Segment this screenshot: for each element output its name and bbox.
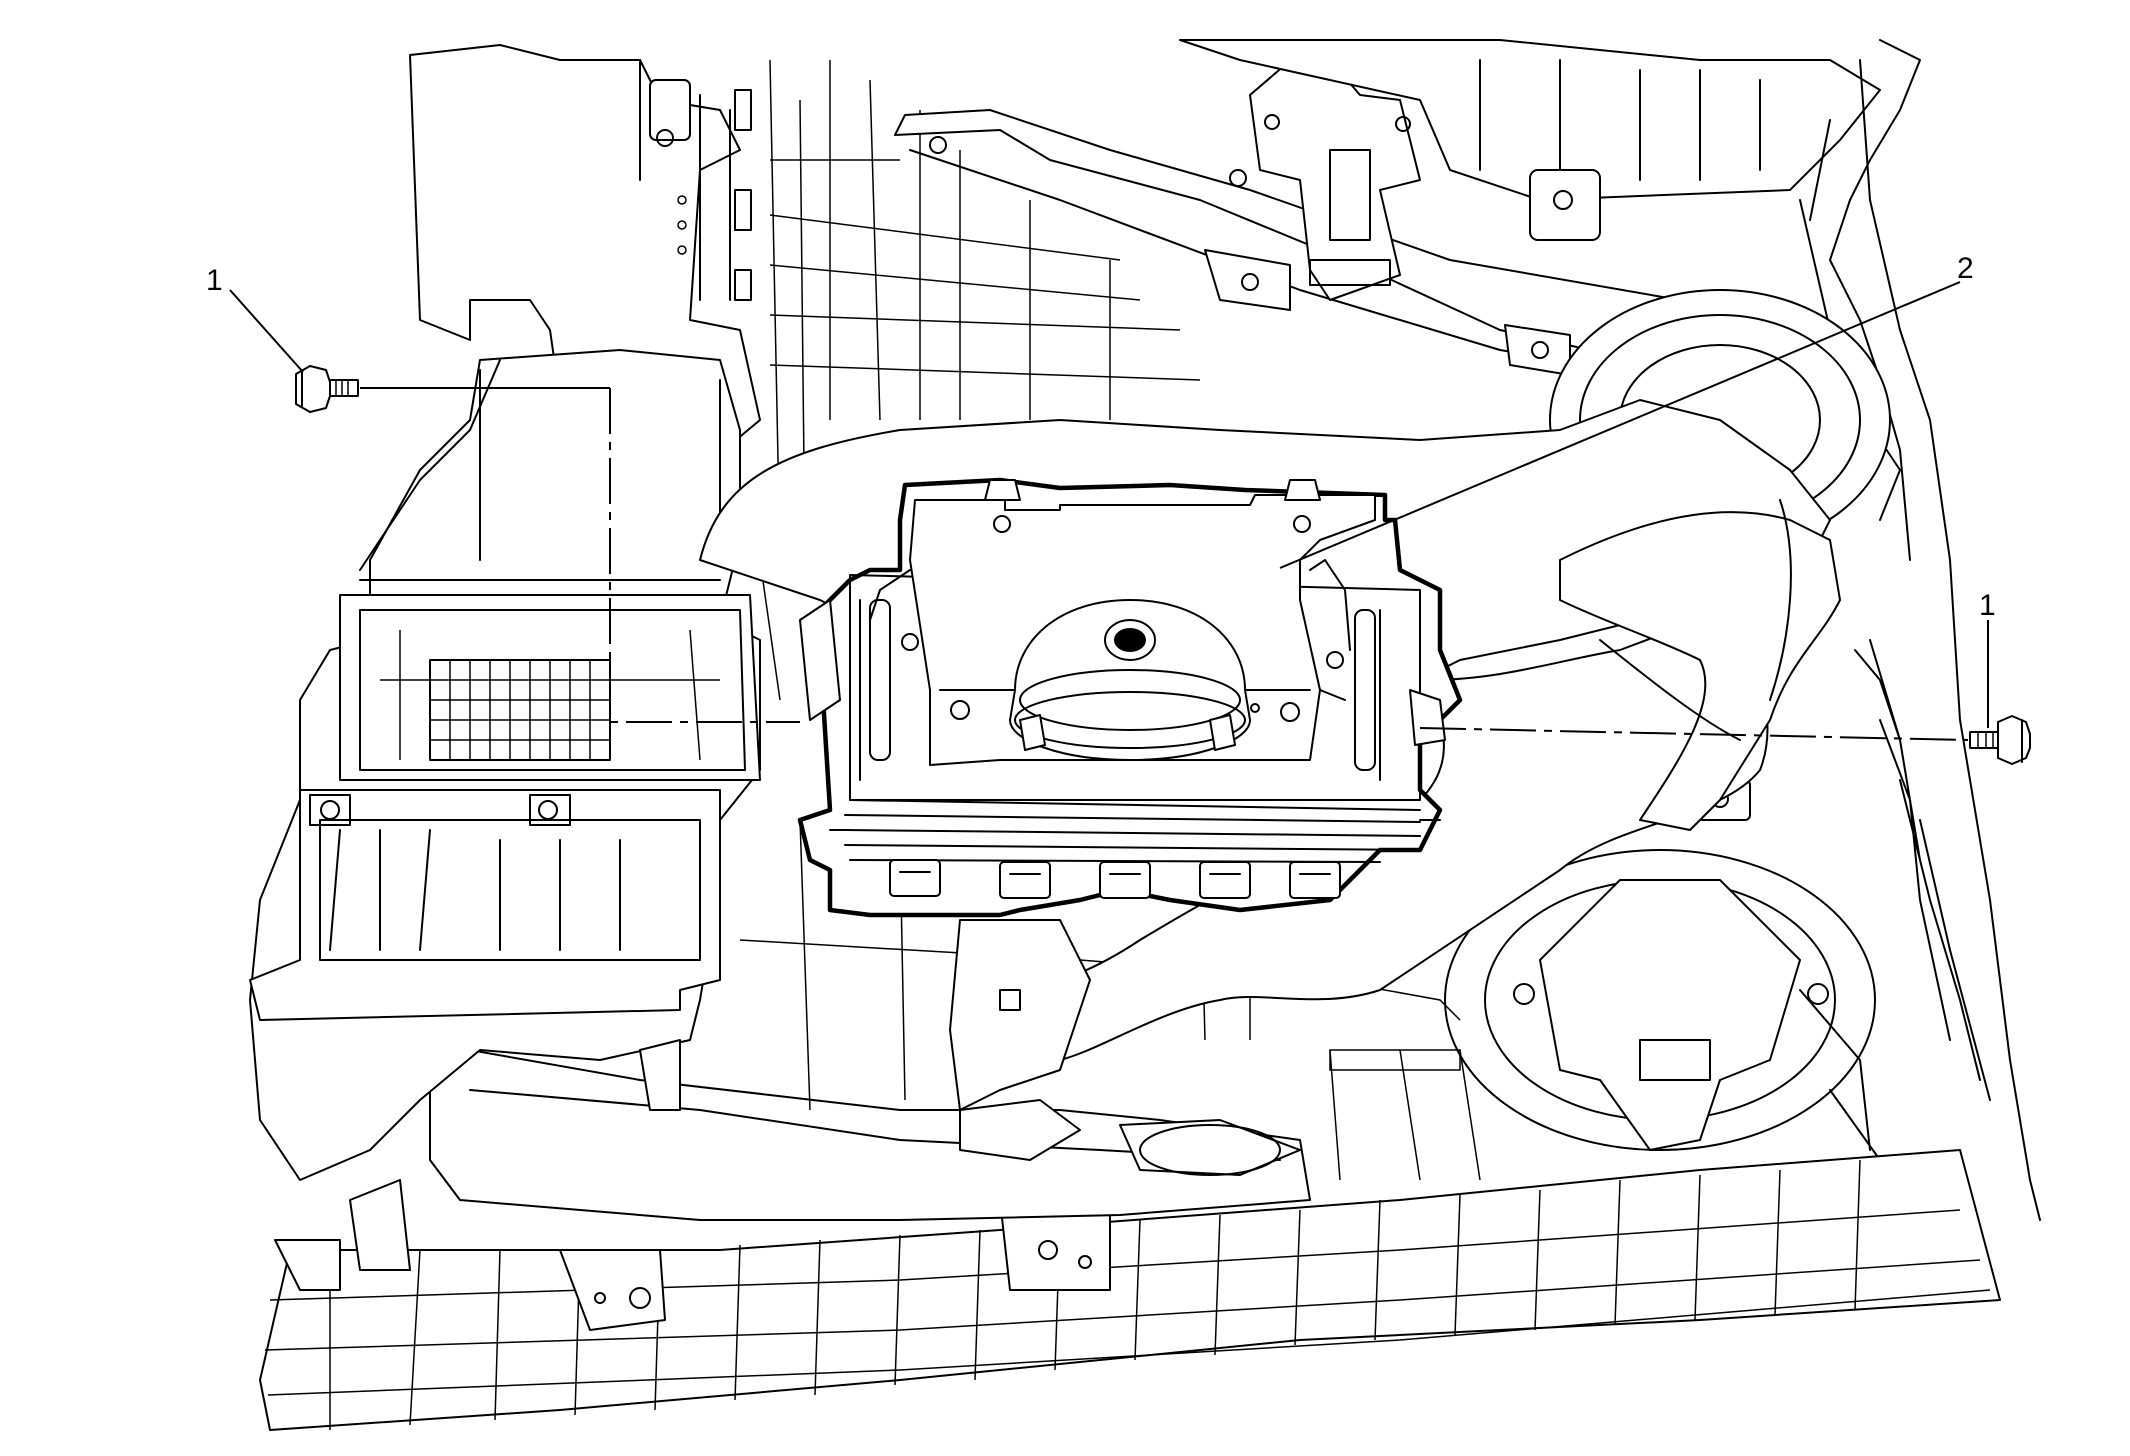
bolt-left-installation-line <box>609 388 800 723</box>
vent-mesh <box>429 659 611 761</box>
callout-label-module: 2 <box>1957 252 1974 285</box>
callout-leader-1-left <box>229 289 304 373</box>
bolt-right-installation-line <box>1419 727 1969 741</box>
bolt-left <box>295 365 359 413</box>
callout-label-bolt-right: 1 <box>1979 589 1996 622</box>
instrument-panel-structure <box>249 39 2041 1431</box>
module-assembly <box>797 477 1463 918</box>
module-connectors <box>889 859 1341 899</box>
bolt-right <box>1969 715 2031 765</box>
callout-label-bolt-left: 1 <box>206 264 223 297</box>
callout-leader-2 <box>1279 281 1961 569</box>
